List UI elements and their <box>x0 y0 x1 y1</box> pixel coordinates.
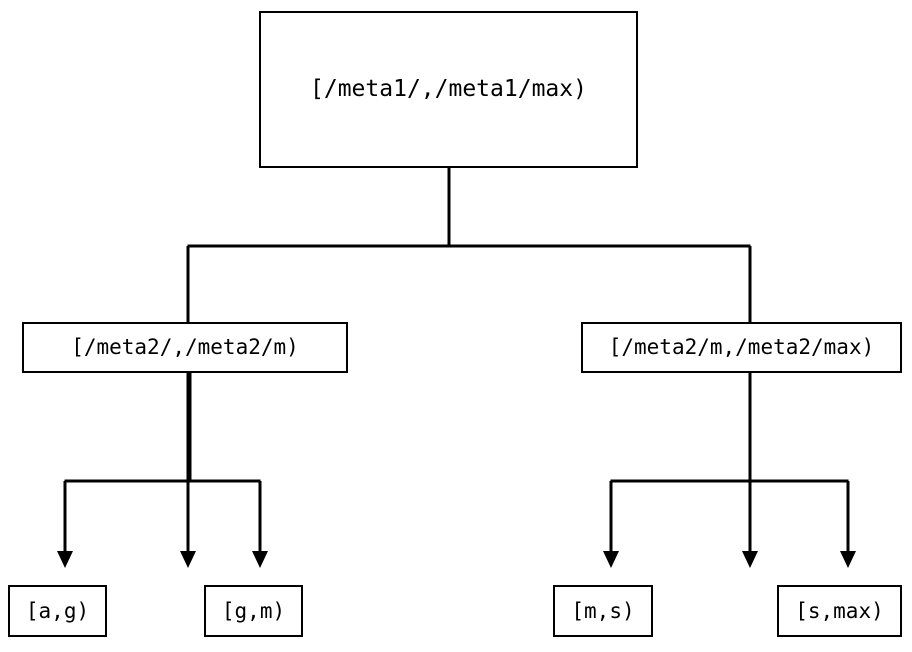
tree-node-meta2-low[interactable]: [/meta2/,/meta2/m) <box>22 322 348 373</box>
tree-node-root-label: [/meta1/,/meta1/max) <box>310 76 587 102</box>
tree-node-leaf-gm[interactable]: [g,m) <box>204 585 303 637</box>
tree-node-meta2-high[interactable]: [/meta2/m,/meta2/max) <box>581 322 902 373</box>
tree-node-meta2-high-label: [/meta2/m,/meta2/max) <box>608 335 875 359</box>
tree-node-leaf-smax[interactable]: [s,max) <box>777 585 902 637</box>
tree-node-leaf-ms[interactable]: [m,s) <box>553 585 653 637</box>
tree-node-leaf-ag-label: [a,g) <box>25 598 90 623</box>
tree-node-leaf-ms-label: [m,s) <box>571 598 635 623</box>
tree-node-leaf-ag[interactable]: [a,g) <box>8 585 107 637</box>
arrowhead-to-leaf-smax <box>840 551 856 568</box>
tree-node-root[interactable]: [/meta1/,/meta1/max) <box>259 11 638 168</box>
arrowhead-to-meta2-high <box>742 551 758 568</box>
arrowhead-to-leaf-ms <box>603 551 619 568</box>
arrowhead-to-meta2-low <box>180 551 196 568</box>
tree-node-leaf-smax-label: [s,max) <box>795 598 884 623</box>
tree-node-meta2-low-label: [/meta2/,/meta2/m) <box>71 335 299 359</box>
arrowhead-to-leaf-gm <box>252 551 268 568</box>
arrowhead-to-leaf-ag <box>57 551 73 568</box>
tree-node-leaf-gm-label: [g,m) <box>221 598 286 623</box>
